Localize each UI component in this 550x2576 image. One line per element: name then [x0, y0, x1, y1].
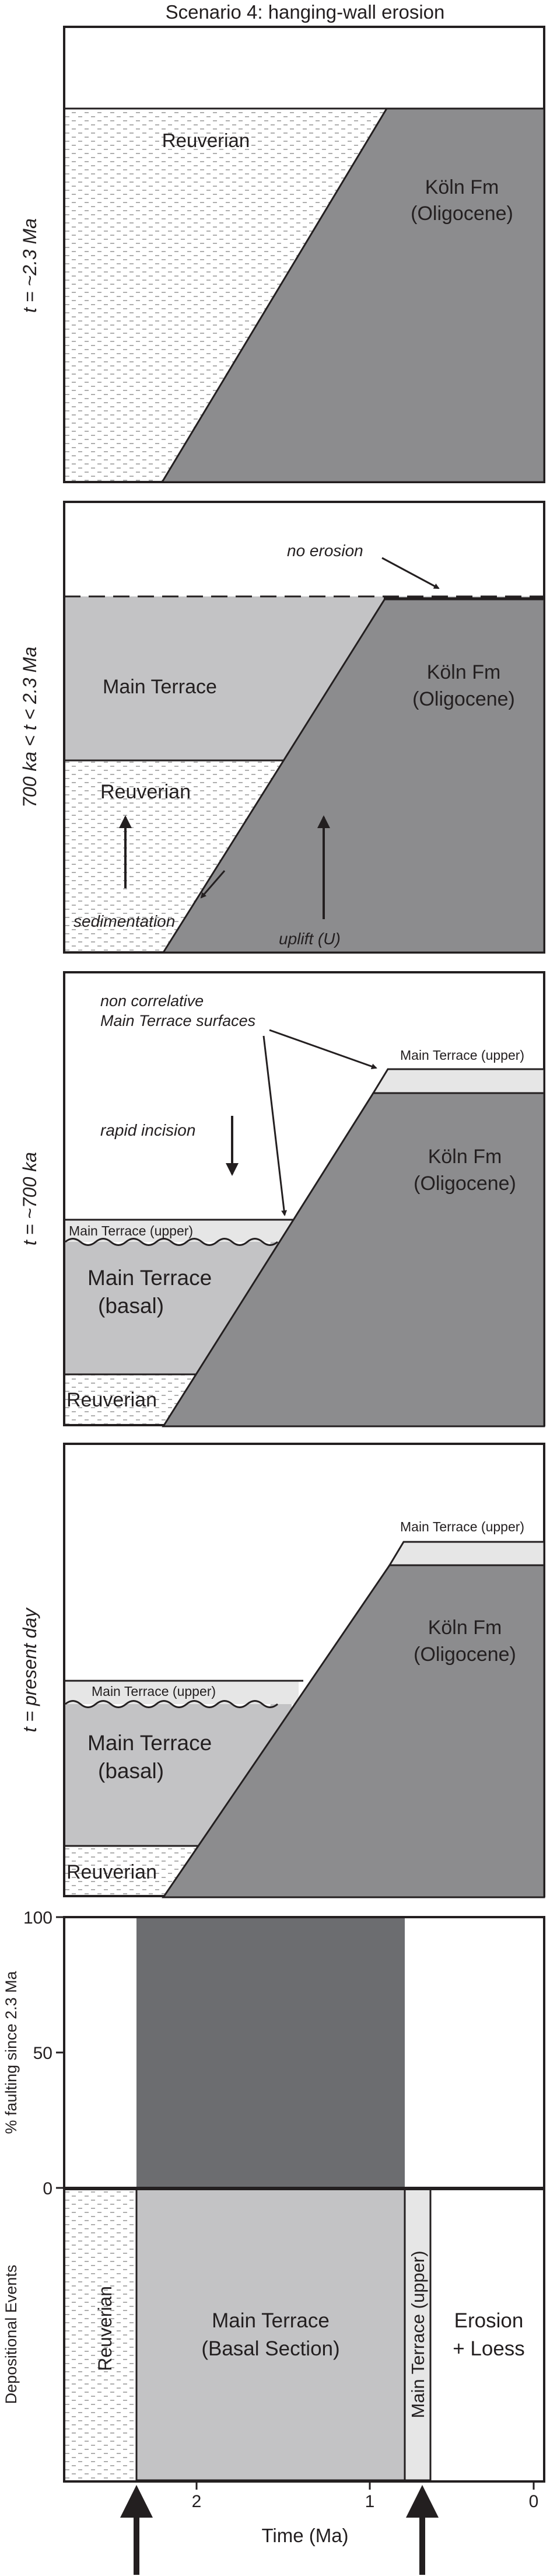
- x-tick-2: 2: [192, 2492, 202, 2511]
- x-tick-0: 0: [529, 2492, 539, 2511]
- events-axis-label: Depositional Events: [2, 2265, 20, 2404]
- main-terrace-label: Main Terrace: [87, 1266, 212, 1290]
- main-terrace-label: Main Terrace: [103, 676, 217, 698]
- koln-label: Köln Fm: [428, 1617, 502, 1639]
- figure-title: Scenario 4: hanging-wall erosion: [166, 1, 445, 23]
- oligocene-label: (Oligocene): [414, 1172, 516, 1195]
- upper-event-label: Main Terrace (upper): [408, 2250, 428, 2418]
- no-erosion-label: no erosion: [287, 542, 363, 560]
- basal-label: (basal): [98, 1759, 164, 1783]
- upper-terrace-right-label: Main Terrace (upper): [400, 1519, 524, 1534]
- basal-event-label-2: (Basal Section): [201, 2337, 339, 2360]
- x-tick-1: 1: [365, 2492, 375, 2511]
- uplift-label: uplift (U): [279, 930, 341, 948]
- upper-terrace-right-label: Main Terrace (upper): [400, 1048, 524, 1063]
- basal-event-label-1: Main Terrace: [212, 2309, 330, 2332]
- faulting-bar: [136, 1917, 405, 2188]
- reuverian-label: Reuverian: [162, 130, 250, 151]
- y-tick-0: 0: [43, 2179, 52, 2198]
- upper-terrace-right: [372, 1068, 545, 1094]
- y-tick-50: 50: [33, 2044, 52, 2063]
- y-axis-label: % faulting since 2.3 Ma: [2, 1970, 20, 2134]
- pointer-to-upper-right: [269, 1029, 377, 1070]
- panel-1-time-label: t = ~2.3 Ma: [19, 218, 40, 313]
- timeline-chart: 100 50 0 % faulting since 2.3 Ma Deposit…: [2, 1908, 545, 2575]
- arrow-0-7-ma: [406, 2485, 439, 2575]
- panel-4: Main Terrace (upper) Main Terrace (upper…: [63, 1443, 545, 1898]
- koln-label: Köln Fm: [427, 661, 501, 683]
- no-erosion-arrow: [381, 557, 440, 589]
- koln-label: Köln Fm: [428, 1146, 502, 1168]
- oligocene-label: (Oligocene): [411, 203, 513, 225]
- arrow-2-3-ma: [120, 2485, 153, 2575]
- koln-fault-block: [162, 1092, 545, 1427]
- upper-terrace-right: [388, 1541, 545, 1566]
- reuverian-event-fill: [65, 2188, 136, 2480]
- main-terrace-label: Main Terrace: [87, 1731, 212, 1755]
- oligocene-label: (Oligocene): [412, 688, 515, 710]
- erosion-event-label-2: + Loess: [453, 2337, 525, 2360]
- non-correlative-label-1: non correlative: [100, 992, 204, 1010]
- panel-3-time-label: t = ~700 ka: [19, 1152, 40, 1245]
- rapid-incision-label: rapid incision: [100, 1121, 195, 1139]
- basal-label: (basal): [98, 1294, 164, 1318]
- panel-3: non correlative Main Terrace surfaces Ma…: [63, 971, 545, 1427]
- koln-fault-block: [162, 1564, 545, 1898]
- reuverian-label: Reuverian: [66, 1861, 157, 1883]
- oligocene-label: (Oligocene): [414, 1643, 516, 1666]
- reuverian-label: Reuverian: [66, 1389, 157, 1411]
- koln-label: Köln Fm: [425, 176, 499, 198]
- y-tick-100: 100: [23, 1908, 52, 1928]
- koln-fault-block: [160, 107, 545, 483]
- pointer-to-upper-left: [262, 1035, 288, 1216]
- panel-1: Reuverian Köln Fm (Oligocene): [63, 26, 545, 483]
- slip-arrow: [200, 870, 226, 899]
- panel-2: no erosion Main Terrace Reuverian Köln F…: [63, 501, 545, 954]
- non-correlative-label-2: Main Terrace surfaces: [100, 1012, 255, 1029]
- main-terrace-basal-event: [135, 2187, 406, 2481]
- sedimentation-label: sedimentation: [73, 912, 175, 930]
- reuverian-event-label: Reuverian: [94, 2286, 115, 2371]
- x-axis-label: Time (Ma): [261, 2525, 348, 2546]
- upper-terrace-left-label: Main Terrace (upper): [69, 1223, 193, 1238]
- erosion-event-label-1: Erosion: [454, 2309, 524, 2332]
- reuverian-label: Reuverian: [100, 781, 191, 803]
- panel-2-time-label: 700 ka < t < 2.3 Ma: [19, 647, 40, 808]
- upper-terrace-left-label: Main Terrace (upper): [92, 1684, 216, 1699]
- panel-4-time-label: t = present day: [19, 1607, 40, 1733]
